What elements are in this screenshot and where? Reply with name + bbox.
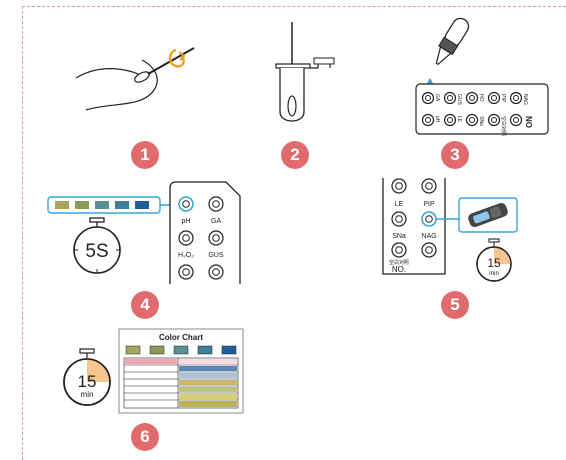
timer-text: 15 [78, 372, 97, 391]
step-badge-1: 1 [131, 141, 159, 169]
dropper-and-card-illustration: GA GUS HO PIP NAG pH LE SNa 空白对照 NO [415, 17, 549, 136]
pad-label: pH [182, 218, 191, 225]
timer-unit: min [489, 271, 499, 277]
pad-label: GUS [208, 252, 224, 259]
test-card [415, 83, 549, 135]
tube-cap-top [313, 57, 335, 65]
timer-text: 5S [85, 241, 108, 262]
pad-label: SNa [392, 233, 406, 240]
highlight-pad [178, 196, 194, 212]
step-badge-2: 2 [281, 141, 309, 169]
card-label: GA [434, 94, 440, 102]
stopwatch-icon: 15 min [476, 238, 512, 282]
timer-elapsed-fill [494, 247, 511, 264]
pad-label: H₂O₂ [178, 252, 194, 259]
pad-label: NO. [392, 265, 406, 274]
card-label: PIP [500, 94, 506, 103]
pad-label: GA [211, 218, 221, 225]
swab-in-tube-illustration [275, 22, 335, 122]
step-badge-5: 5 [441, 291, 469, 319]
tube-rim [275, 63, 311, 69]
pad-row-bottom [421, 113, 523, 127]
rotate-arrow-icon [168, 48, 185, 68]
rotate-arrow-head [178, 51, 186, 61]
swab-rotation-illustration [75, 47, 195, 111]
swatch [95, 201, 109, 209]
swatch [115, 201, 129, 209]
test-tube [279, 68, 305, 122]
surface-curve-2 [85, 59, 158, 111]
reader-device-icon [468, 202, 508, 228]
pad-label: NAG [421, 233, 436, 240]
chart-cell [179, 359, 237, 364]
card-label: pH [434, 116, 440, 123]
highlight-pad [421, 211, 437, 227]
chart-title: Color Chart [159, 333, 203, 342]
strip-read-illustration: pH GA H₂O₂ GUS 5S [47, 181, 241, 284]
test-card [382, 178, 446, 275]
pad-label: 空白对照 [389, 259, 409, 266]
chart-cell [179, 401, 237, 407]
card-label: HO [478, 94, 484, 102]
timer-text: 15 [487, 256, 501, 270]
pad-label: LE [395, 201, 404, 208]
swatch [75, 201, 89, 209]
timer-elapsed-fill [87, 359, 110, 382]
card-label: SNa [478, 116, 484, 126]
swatch [55, 201, 69, 209]
chart-cell [125, 359, 177, 364]
card-rotated-labels: GA GUS HO PIP NAG pH LE SNa 空白对照 NO [434, 94, 533, 136]
pad-label: PIP [423, 201, 435, 208]
color-chart: Color Chart [118, 328, 244, 414]
chart-cell [179, 380, 237, 385]
stopwatch-icon: 15 min [63, 348, 111, 406]
dashed-border-left [22, 6, 23, 460]
chart-cell [179, 366, 237, 371]
card-label: GUS [456, 94, 462, 106]
dashed-border-top [22, 6, 566, 7]
chart-cell [179, 394, 237, 399]
timer-unit: min [81, 390, 94, 399]
dropper [435, 17, 470, 66]
chart-cell [179, 387, 237, 392]
surface-curve [75, 68, 143, 79]
step-badge-6: 6 [131, 423, 159, 451]
reader-illustration: LE PIP SNa NAG 空白对照 NO. [382, 178, 518, 275]
pad-row-top [421, 91, 523, 105]
card-label: NAG [522, 94, 528, 105]
stopwatch-icon: 5S [73, 217, 121, 274]
step-badge-3: 3 [441, 141, 469, 169]
swab-head [287, 95, 297, 117]
step-badge-4: 4 [131, 291, 159, 319]
swatch [135, 201, 149, 209]
card-label: 空白对照 [500, 116, 507, 136]
card-label: LE [456, 116, 462, 123]
chart-cell [179, 373, 237, 378]
swab-tip [134, 71, 150, 83]
card-label: NO [524, 116, 533, 128]
